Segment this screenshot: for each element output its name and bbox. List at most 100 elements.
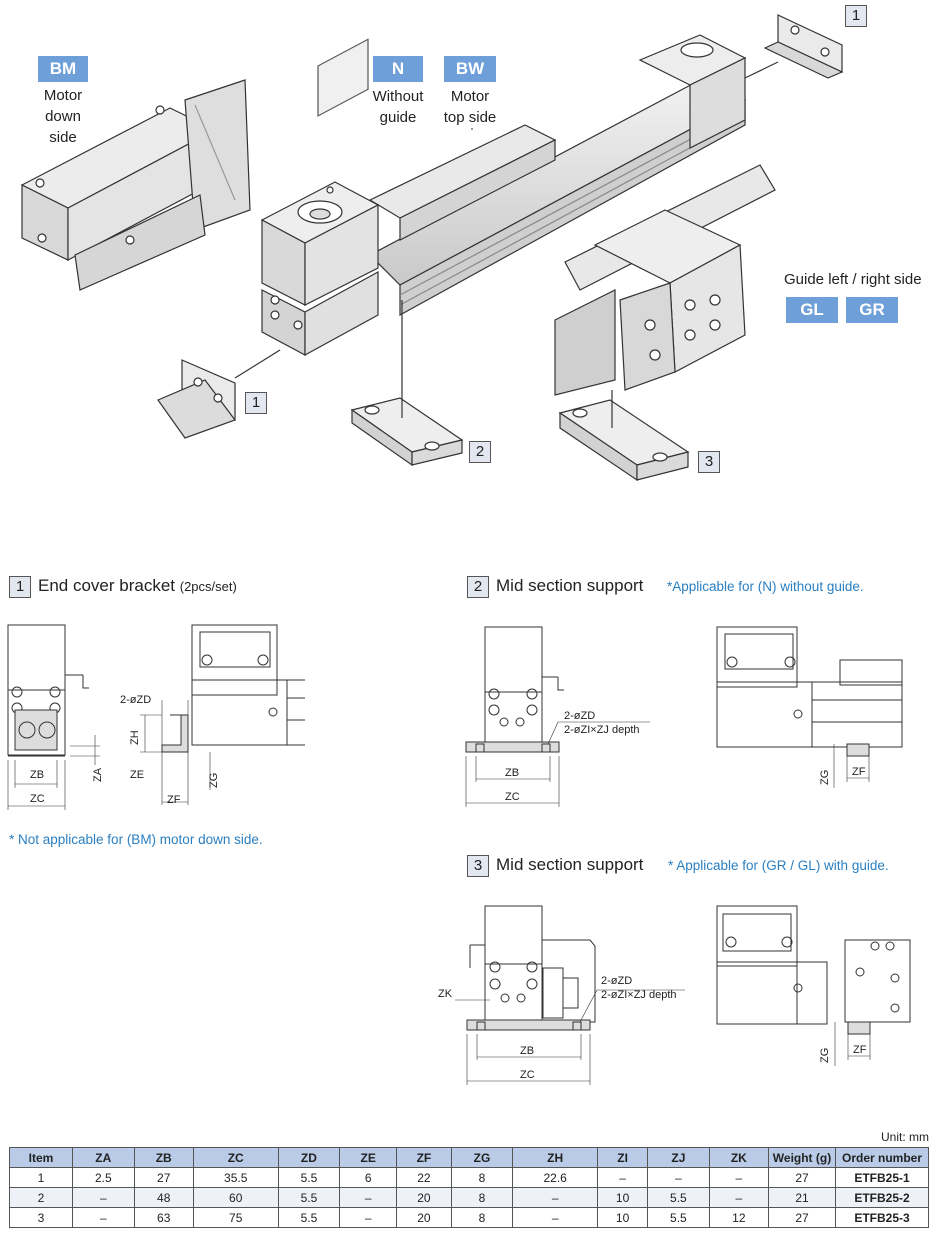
table-cell: 20 [396,1207,452,1228]
table-cell: 6 [339,1167,398,1188]
s2-zf-label: ZF [852,766,866,778]
unit-label: Unit: mm [881,1130,929,1144]
s3-zd-label: 2-øZD [601,975,632,987]
table-cell: 27 [768,1207,836,1228]
bw-caption-line: top side [443,109,497,126]
section-2-title: Mid section support [496,576,644,595]
section-1-suffix: (2pcs/set) [179,579,237,594]
s1-ze-label: ZE [130,769,144,781]
table-cell: – [512,1207,599,1228]
table-cell: 5.5 [277,1207,341,1228]
n-caption-line: Without [372,88,424,105]
s2-zd-label: 2-øZD [564,710,595,722]
table-cell: 5.5 [277,1167,341,1188]
table-cell: – [708,1187,770,1208]
table-cell: – [647,1167,710,1188]
gl-badge: GL [786,297,838,323]
s1-za-label: ZA [92,767,104,782]
table-cell: 5.5 [277,1187,341,1208]
table-cell: 2 [9,1187,73,1208]
n-caption: Without guide [363,86,433,128]
n-caption-line: guide [379,109,417,126]
section-2-number: 2 [467,576,489,598]
s1-zc-label: ZC [30,793,45,805]
callout-1-right: 1 [845,5,867,27]
section-3-note: * Applicable for (GR / GL) with guide. [668,858,889,873]
table-cell: 10 [597,1187,649,1208]
callout-3: 3 [698,451,720,473]
s1-zb-label: ZB [30,769,44,781]
header-cell: ZJ [647,1147,710,1168]
s3-zi-label: 2-øZI×ZJ depth [601,989,677,1001]
table-cell: 22.6 [512,1167,599,1188]
table-cell: 8 [450,1187,514,1208]
motor-block-drawing [260,38,380,357]
s2-zi-label: 2-øZI×ZJ depth [564,724,640,736]
end-bracket-right-drawing [744,14,844,79]
table-cell: 10 [597,1207,649,1228]
table-cell: 27 [768,1167,836,1188]
order-number-cell: ETFB25-2 [835,1187,929,1208]
mid-support-3-drawing [558,390,690,482]
guide-side-label: Guide left / right side [784,271,922,288]
table-cell: 48 [133,1187,194,1208]
table-cell: – [597,1167,649,1188]
table-cell: 75 [192,1207,279,1228]
s3-zg-label: ZG [819,1048,831,1063]
header-cell: Order number [835,1147,929,1168]
table-cell: 5.5 [647,1207,710,1228]
header-cell: ZI [597,1147,649,1168]
header-cell: ZC [192,1147,279,1168]
table-cell: – [339,1207,398,1228]
section-1-title: End cover bracket (2pcs/set) [38,576,237,596]
header-cell: ZF [396,1147,452,1168]
s3-zf-label: ZF [853,1044,867,1056]
header-cell: ZD [277,1147,341,1168]
table-cell: – [512,1187,599,1208]
s2-zg-label: ZG [819,770,831,785]
section-1-note: * Not applicable for (BM) motor down sid… [9,832,263,847]
section-3-number: 3 [467,855,489,877]
table-cell: 3 [9,1207,73,1228]
s3-zk-label: ZK [438,988,453,1000]
table-cell: 22 [396,1167,452,1188]
s1-zd-label: 2-øZD [120,694,151,706]
header-cell: ZG [450,1147,514,1168]
bm-caption-line: Motor [43,87,83,104]
bm-unit-drawing [20,79,251,291]
section-1-number: 1 [9,576,31,598]
table-cell: 1 [9,1167,73,1188]
table-header-row: Item ZA ZB ZC ZD ZE ZF ZG ZH ZI ZJ ZK We… [9,1147,929,1168]
section-1-title-text: End cover bracket [38,576,176,595]
bm-caption: Motor down side [28,85,98,148]
table-row: 3 – 63 75 5.5 – 20 8 – 10 5.5 12 27 ETFB… [9,1207,929,1228]
section-3-title: Mid section support [496,855,644,874]
bm-caption-line: down [45,108,81,125]
table-cell: – [339,1187,398,1208]
s2-zb-label: ZB [505,767,519,779]
header-cell: ZE [339,1147,398,1168]
s1-zh-label: ZH [129,730,141,745]
table-cell: 27 [133,1167,194,1188]
main-rail-drawing [368,34,747,317]
section-2-note: *Applicable for (N) without guide. [667,579,864,594]
s1-zg-label: ZG [208,773,220,788]
order-number-cell: ETFB25-3 [835,1207,929,1228]
actuator-illustration [20,14,844,482]
gr-badge: GR [846,297,898,323]
s3-zb-label: ZB [520,1045,534,1057]
s1-zf-label: ZF [167,794,181,806]
end-bracket-left-drawing [157,349,281,439]
table-row: 1 2.5 27 35.5 5.5 6 22 8 22.6 – – – 27 E… [9,1167,929,1188]
header-cell: ZA [72,1147,135,1168]
guide-unit-drawing [554,164,776,396]
section-2-drawings: 2-øZD 2-øZI×ZJ depth ZB ZC ZG ZF [465,626,903,807]
mid-support-2-drawing [350,300,464,467]
header-cell: Item [9,1147,73,1168]
spec-table: Item ZA ZB ZC ZD ZE ZF ZG ZH ZI ZJ ZK We… [9,1147,929,1228]
bm-caption-line: side [49,129,77,146]
n-badge: N [373,56,423,82]
bw-caption: Motor top side [434,86,506,128]
s3-zc-label: ZC [520,1069,535,1081]
table-cell: – [708,1167,770,1188]
